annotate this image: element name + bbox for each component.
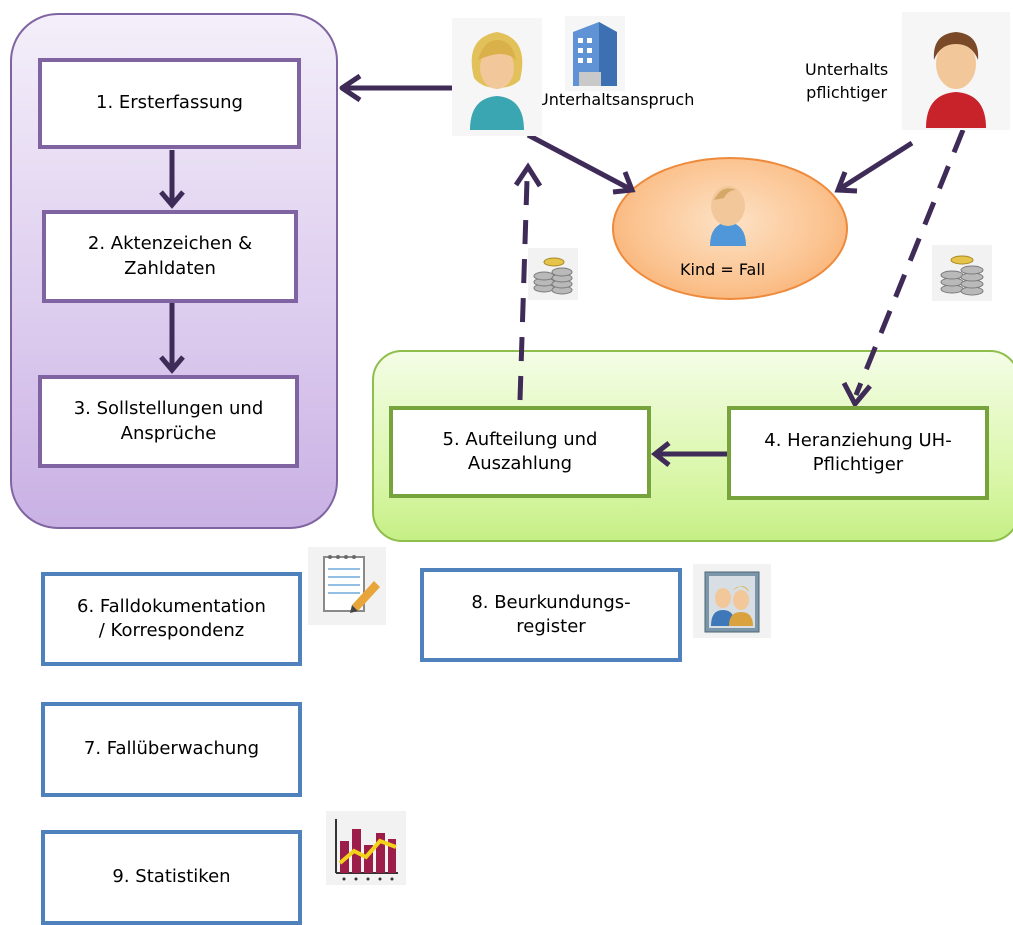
step-6-falldokumentation: 6. Falldokumentation / Korrespondenz	[41, 572, 302, 666]
step-2-aktenzeichen: 2. Aktenzeichen & Zahldaten	[42, 210, 298, 303]
bar-chart-icon	[326, 811, 406, 885]
notepad-icon	[308, 547, 386, 625]
step-3-sollstellungen: 3. Sollstellungen und Ansprüche	[38, 375, 299, 468]
step-1-ersterfassung: 1. Ersterfassung	[38, 58, 301, 149]
unterhaltsanspruch-label: Unterhaltsanspruch	[537, 90, 695, 109]
arrow-man-to-kind	[836, 140, 914, 193]
baby-icon	[702, 178, 754, 248]
arrow-b5-to-woman-dashed	[517, 179, 530, 401]
step-1-label: 1. Ersterfassung	[96, 92, 243, 114]
users-book-icon	[693, 564, 771, 638]
step-9-statistiken: 9. Statistiken	[41, 830, 302, 925]
step-9-label: 9. Statistiken	[112, 866, 231, 888]
step-8-label: 8. Beurkundungs- register	[471, 591, 631, 637]
arrow-woman-to-kind	[526, 132, 634, 193]
step-5-label: 5. Aufteilung und Auszahlung	[442, 428, 598, 474]
step-4-label: 4. Heranziehung UH- Pflichtiger	[764, 429, 952, 475]
coins-icon	[528, 248, 578, 300]
step-2-label: 2. Aktenzeichen & Zahldaten	[87, 233, 253, 279]
man-user-icon	[902, 12, 1010, 130]
step-7-fallueberwachung: 7. Fallüberwachung	[41, 702, 302, 797]
step-4-heranziehung: 4. Heranziehung UH- Pflichtiger	[727, 406, 989, 500]
building-icon	[565, 16, 625, 91]
woman-user-icon	[452, 18, 542, 136]
unterhaltspflichtiger-label: Unterhalts pflichtiger	[805, 60, 889, 103]
kind-label: Kind = Fall	[680, 260, 766, 279]
step-8-beurkundungsregister: 8. Beurkundungs- register	[420, 568, 682, 662]
coins-icon-2	[932, 245, 992, 301]
step-5-aufteilung: 5. Aufteilung und Auszahlung	[389, 406, 651, 498]
step-6-label: 6. Falldokumentation / Korrespondenz	[77, 595, 266, 641]
arrow-man-to-b4-dashed	[853, 129, 966, 396]
step-3-label: 3. Sollstellungen und Ansprüche	[73, 398, 264, 444]
step-7-label: 7. Fallüberwachung	[83, 738, 260, 760]
